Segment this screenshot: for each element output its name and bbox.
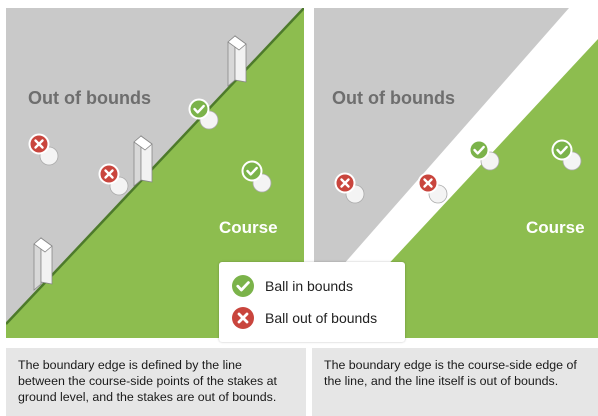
caption-right: The boundary edge is the course-side edg… xyxy=(312,348,598,416)
boundary-stake xyxy=(228,36,246,86)
caption-line: between the course-side points of the st… xyxy=(18,373,294,389)
caption-left: The boundary edge is defined by the line… xyxy=(6,348,306,416)
course-label: Course xyxy=(219,218,278,238)
legend-item-out-of-bounds: Ball out of bounds xyxy=(231,305,377,331)
caption-line: The boundary edge is defined by the line xyxy=(18,357,294,373)
legend-label-in-bounds: Ball in bounds xyxy=(265,278,353,294)
legend: Ball in bounds Ball out of bounds xyxy=(219,262,405,342)
check-circle-icon xyxy=(231,274,255,298)
legend-item-in-bounds: Ball in bounds xyxy=(231,273,353,299)
course-label: Course xyxy=(526,218,585,238)
legend-label-out-of-bounds: Ball out of bounds xyxy=(265,310,377,326)
caption-line: the line, and the line itself is out of … xyxy=(324,373,586,389)
caption-line: ground level, and the stakes are out of … xyxy=(18,389,294,405)
boundary-stake xyxy=(134,136,152,186)
out-of-bounds-label: Out of bounds xyxy=(28,88,151,109)
boundary-stake xyxy=(34,238,52,290)
out-of-bounds-label: Out of bounds xyxy=(332,88,455,109)
caption-line: The boundary edge is the course-side edg… xyxy=(324,357,586,373)
x-circle-icon xyxy=(231,306,255,330)
